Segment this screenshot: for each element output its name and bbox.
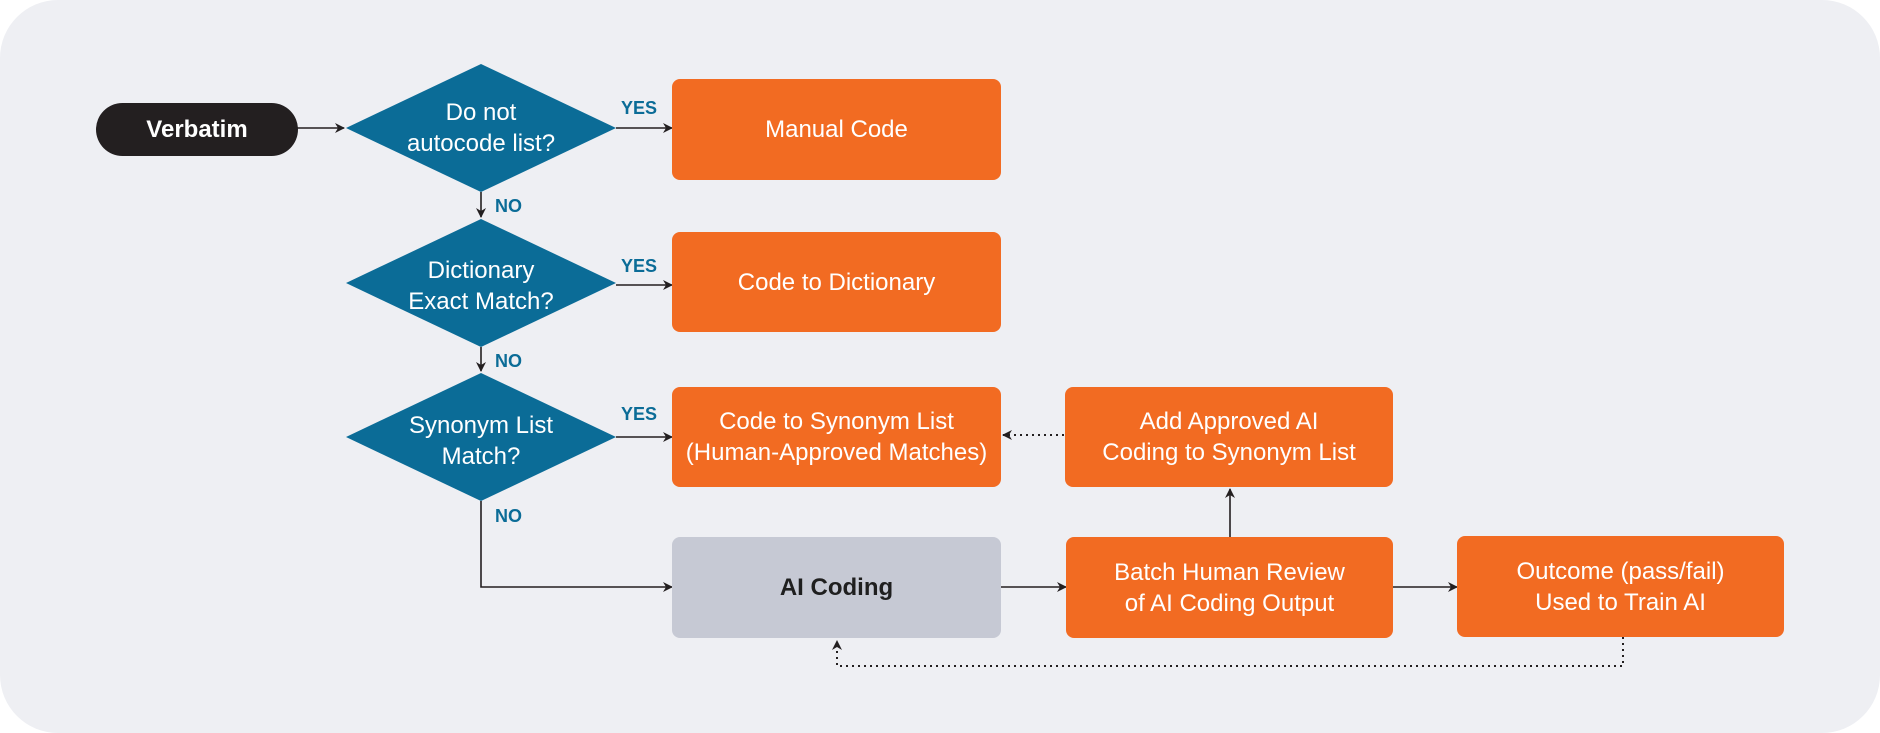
decision-synonym-match-shape <box>346 373 616 501</box>
decision-do-not-autocode-label: Do not autocode list? <box>406 99 556 157</box>
batch-human-review-box: Batch Human Review of AI Coding Output <box>1066 537 1393 638</box>
decision-dictionary-match-label: Dictionary Exact Match? <box>408 257 554 315</box>
edge-label-yes-autocode: YES <box>621 98 658 118</box>
edge-label-no-synonym: NO <box>495 506 522 526</box>
manual-code-box: Manual Code <box>672 79 1001 180</box>
decision-synonym-match-label: Synonym List Match? <box>408 412 554 470</box>
decision-do-not-autocode-shape <box>346 64 616 192</box>
decision-dictionary-match-shape <box>346 219 616 347</box>
verbatim-start-node: Verbatim <box>96 103 298 156</box>
edge-label-no-dictionary: NO <box>495 351 522 371</box>
edge-label-yes-dictionary: YES <box>621 256 658 276</box>
code-to-synonym-list-box: Code to Synonym List (Human-Approved Mat… <box>672 387 1001 487</box>
add-approved-ai-coding-box: Add Approved AI Coding to Synonym List <box>1065 387 1393 487</box>
dotted-arrow-outcome-to-ai <box>832 637 1624 667</box>
code-to-dictionary-box: Code to Dictionary <box>672 232 1001 332</box>
outcome-train-ai-box: Outcome (pass/fail) Used to Train AI <box>1457 536 1784 637</box>
ai-coding-box: AI Coding <box>672 537 1001 638</box>
arrow-synonym-no <box>480 501 673 592</box>
edge-label-yes-synonym: YES <box>621 404 658 424</box>
edge-label-no-autocode: NO <box>495 196 522 216</box>
